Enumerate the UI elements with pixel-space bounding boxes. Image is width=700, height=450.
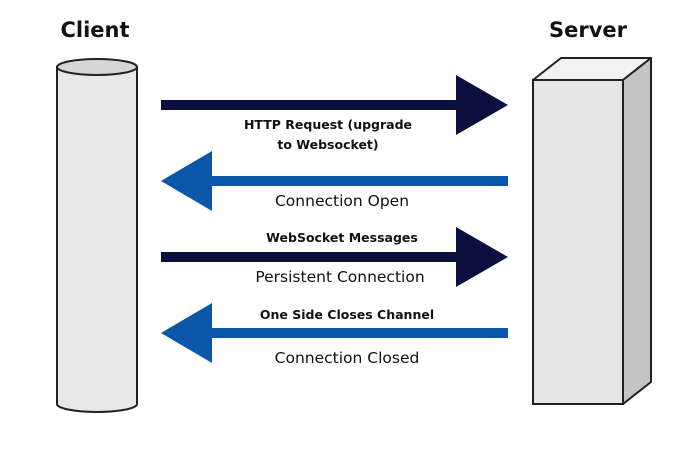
message-label-http-request: HTTP Request (upgrade to Websocket) — [243, 117, 413, 152]
server-box-front — [532, 79, 624, 405]
server-box-side — [622, 57, 652, 405]
arrow-connection-closed-head — [161, 303, 212, 363]
arrow-http-request — [161, 75, 508, 135]
server-box — [532, 57, 652, 405]
server-label: Server — [548, 18, 627, 42]
arrow-connection-open-head — [161, 151, 212, 211]
arrow-connection-open-shaft — [210, 176, 508, 186]
client-cylinder-body — [56, 66, 138, 413]
client-cylinder-top — [56, 58, 138, 76]
arrow-connection-closed — [161, 303, 508, 363]
arrow-connection-closed-shaft — [210, 328, 508, 338]
arrow-http-request-shaft — [161, 100, 458, 110]
arrow-websocket-messages-head — [456, 227, 508, 287]
message-label-connection-open: Connection Open — [274, 192, 410, 210]
arrow-http-request-head — [456, 75, 508, 135]
client-label: Client — [60, 18, 130, 42]
message-label-one-side-closes: One Side Closes Channel — [259, 307, 435, 322]
arrow-websocket-messages-shaft — [161, 252, 458, 262]
message-sublabel-persistent-connection: Persistent Connection — [255, 268, 425, 286]
arrow-websocket-messages — [161, 227, 508, 287]
message-label-websocket-messages: WebSocket Messages — [266, 230, 418, 245]
arrow-connection-open — [161, 151, 508, 211]
message-sublabel-connection-closed: Connection Closed — [274, 349, 420, 367]
client-cylinder — [56, 58, 138, 413]
